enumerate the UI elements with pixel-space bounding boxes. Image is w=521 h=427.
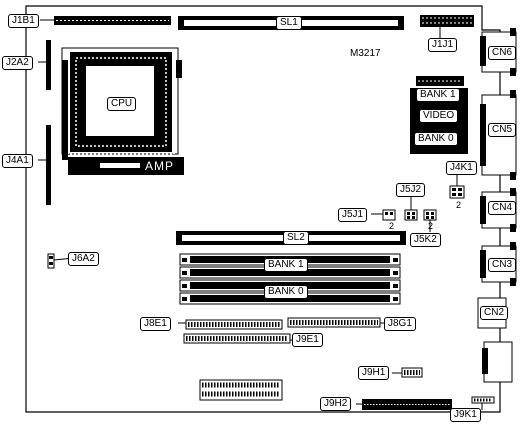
- j1b1-header: [54, 16, 171, 25]
- label-j4k1: J4K1: [446, 161, 477, 175]
- pin-mark-j4k1: 2: [456, 200, 462, 210]
- label-cpu: CPU: [107, 97, 137, 111]
- j8e1-header: [185, 319, 283, 330]
- label-j9e1: J9E1: [292, 333, 323, 347]
- label-j1b1: J1B1: [8, 14, 39, 28]
- label-j5j1: J5J1: [338, 208, 368, 222]
- left-vertical-headers: [46, 40, 51, 205]
- label-j5j2: J5J2: [396, 183, 426, 197]
- label-cn5: CN5: [488, 123, 517, 137]
- j5-jumpers: [371, 196, 437, 232]
- label-j9k1: J9K1: [450, 408, 481, 422]
- label-cn3: CN3: [488, 258, 517, 272]
- label-bank0-video: BANK 0: [414, 132, 458, 146]
- j4k1-jumper: [449, 172, 465, 199]
- label-bank1-video: BANK 1: [416, 88, 460, 102]
- label-cn4: CN4: [488, 201, 517, 215]
- label-video: VIDEO: [419, 109, 459, 123]
- model-code: M3217: [350, 48, 381, 59]
- label-j6a2: J6A2: [68, 252, 99, 266]
- j8g1-header: [287, 317, 381, 328]
- label-j1j1: J1J1: [428, 38, 458, 52]
- j9e1-header: [183, 333, 291, 344]
- label-j9h2: J9H2: [320, 397, 352, 411]
- label-j5k2: J5K2: [410, 233, 441, 247]
- label-j8e1: J8E1: [140, 317, 171, 331]
- label-sl2: SL2: [283, 231, 309, 245]
- label-cn2: CN2: [480, 306, 509, 320]
- amp-lever: [68, 157, 184, 175]
- label-bank1-simm: BANK 1: [264, 258, 308, 272]
- label-j8g1: J8G1: [384, 317, 416, 331]
- label-bank0-simm: BANK 0: [264, 285, 308, 299]
- pin-mark-j5k2: 2: [428, 221, 434, 231]
- j1j1-header: [420, 15, 474, 27]
- j9h2-header: [362, 399, 452, 410]
- bottom-connector-block: [199, 379, 283, 401]
- label-j9h1: J9H1: [358, 366, 390, 380]
- label-sl1: SL1: [276, 16, 302, 30]
- label-j2a2: J2A2: [2, 56, 33, 70]
- label-cn6: CN6: [488, 46, 517, 60]
- j6a2-jumper: [47, 253, 55, 269]
- label-amp: AMP: [145, 159, 175, 173]
- pin-mark-j5j1: 2: [389, 221, 395, 231]
- j9h1-header: [401, 367, 423, 378]
- label-j4a1: J4A1: [2, 154, 33, 168]
- j9k1-header: [471, 396, 495, 404]
